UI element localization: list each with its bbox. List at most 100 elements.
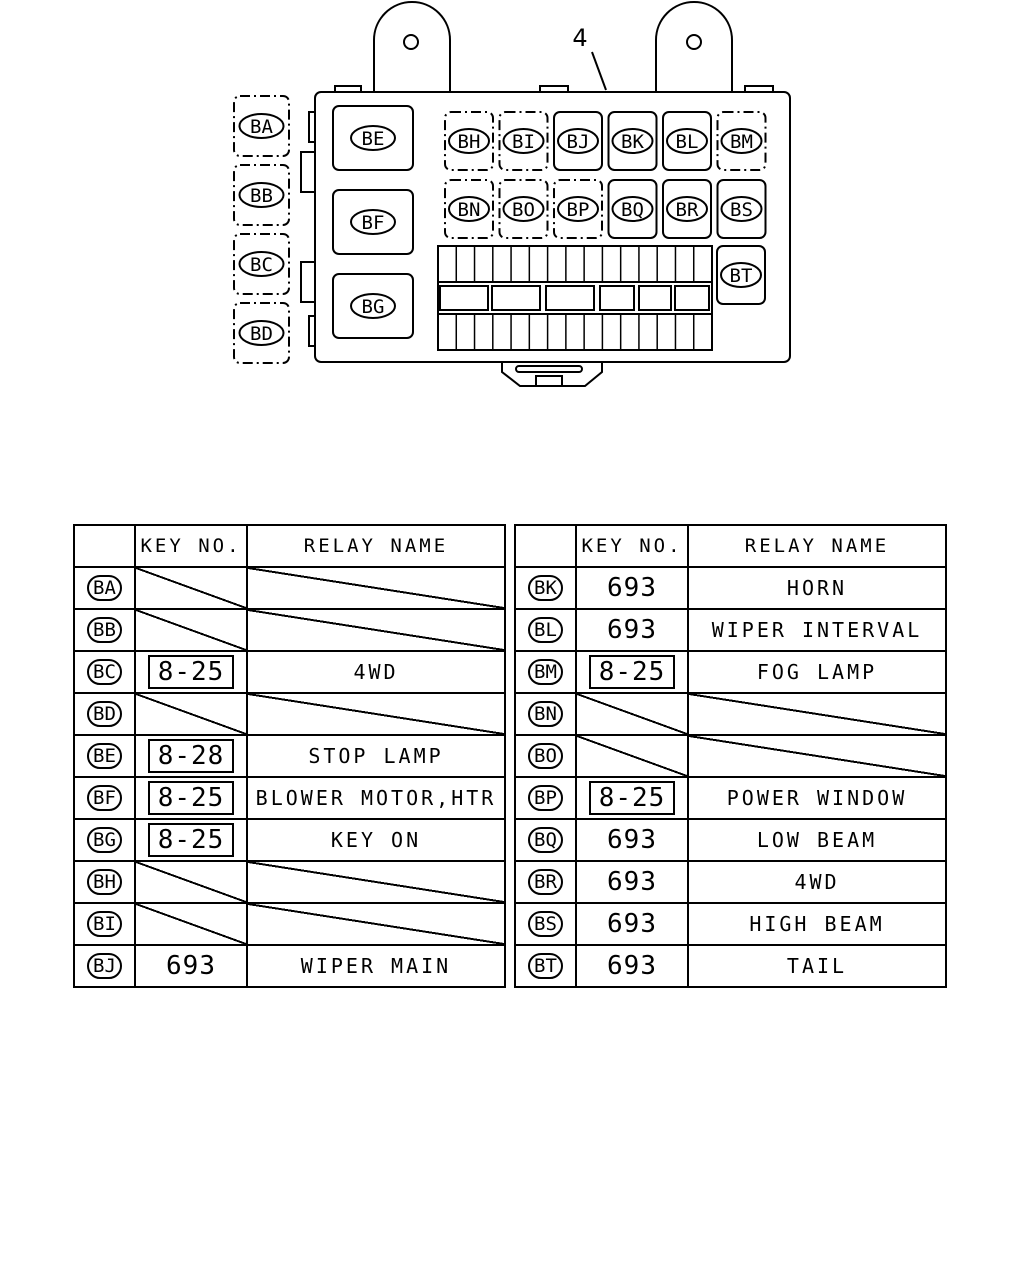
key-no-cell: 8-25 (134, 818, 248, 862)
relay-id-oval: BB (87, 617, 122, 643)
relay-name-cell (246, 902, 506, 946)
relay-slot-bq: BQ (607, 179, 658, 239)
relay-id-oval: BH (87, 869, 122, 895)
relay-slot-bg: BG (332, 273, 414, 339)
relay-name-cell: TAIL (687, 944, 947, 988)
key-no-cell: 8-25 (575, 650, 689, 694)
mounting-hole-right (686, 34, 702, 50)
slot-label-oval (350, 125, 396, 151)
key-no-cell: 8-25 (134, 650, 248, 694)
header-blank (514, 524, 577, 568)
key-no-cell: 693 (575, 944, 689, 988)
relay-name: KEY ON (330, 828, 422, 852)
relay-id-oval: BD (87, 701, 122, 727)
slot-label-oval (238, 251, 285, 277)
relay-name: TAIL (786, 954, 848, 978)
table-row: BL 693 WIPER INTERVAL (514, 608, 947, 652)
slot-label: BT (730, 265, 753, 287)
slot-label: BA (250, 116, 273, 138)
relay-name: LOW BEAM (756, 828, 878, 852)
relay-id-cell: BS (514, 902, 577, 946)
relay-slot-bn: BN (444, 179, 494, 239)
key-no: 693 (607, 573, 657, 603)
relay-name-cell (246, 566, 506, 610)
relay-slot-bd: BD (233, 302, 290, 364)
relay-slot-bf: BF (332, 189, 414, 255)
key-no: 693 (607, 951, 657, 981)
table-header-row: KEY NO.RELAY NAME (73, 524, 506, 568)
key-no-boxed: 8-28 (147, 739, 235, 773)
relay-id-oval: BO (528, 743, 563, 769)
relay-slot-bl: BL (662, 111, 712, 171)
slot-label: BC (250, 254, 273, 276)
relay-id-cell: BR (514, 860, 577, 904)
callout-number: 4 (572, 24, 587, 52)
key-no-boxed: 8-25 (147, 823, 235, 857)
table-row: BI (73, 902, 506, 946)
relay-id-cell: BG (73, 818, 136, 862)
relay-slot-ba: BA (233, 95, 290, 157)
slot-label: BS (730, 199, 753, 221)
relay-name-cell: WIPER MAIN (246, 944, 506, 988)
key-no-cell: 693 (575, 902, 689, 946)
relay-slot-bo: BO (498, 179, 549, 239)
slot-label-oval (448, 196, 490, 222)
key-no-cell: 693 (575, 608, 689, 652)
table-row: BG 8-25 KEY ON (73, 818, 506, 862)
relay-name-cell: WIPER INTERVAL (687, 608, 947, 652)
mounting-ear-right (655, 1, 733, 92)
relay-slot-bb: BB (233, 164, 290, 226)
relay-name: HORN (786, 576, 848, 600)
table-row: BB (73, 608, 506, 652)
relay-id-cell: BL (514, 608, 577, 652)
key-no: 693 (166, 951, 216, 981)
slot-label: BI (512, 131, 535, 153)
relay-slot-bh: BH (444, 111, 494, 171)
slot-label: BR (676, 199, 699, 221)
header-key-no: KEY NO. (575, 524, 689, 568)
mounting-hole-left (403, 34, 419, 50)
slot-label-oval (502, 128, 545, 154)
slot-label-oval (238, 113, 285, 139)
relay-slot-bs: BS (716, 179, 767, 239)
slot-label: BB (250, 185, 273, 207)
relay-name: WIPER INTERVAL (711, 618, 923, 642)
relay-id-cell: BT (514, 944, 577, 988)
slot-label: BP (567, 199, 590, 221)
table-row: BH (73, 860, 506, 904)
relay-id-cell: BE (73, 734, 136, 778)
relay-id-oval: BK (528, 575, 563, 601)
key-no-boxed: 8-25 (588, 655, 676, 689)
key-no-cell (575, 692, 689, 736)
relay-id-cell: BI (73, 902, 136, 946)
relay-id-cell: BD (73, 692, 136, 736)
slot-label: BJ (567, 131, 590, 153)
relay-name: FOG LAMP (756, 660, 878, 684)
key-no-cell (134, 566, 248, 610)
key-no-cell: 693 (134, 944, 248, 988)
relay-name-cell: 4WD (687, 860, 947, 904)
table-row: BO (514, 734, 947, 778)
slot-label-oval (238, 320, 285, 346)
relay-name-cell: FOG LAMP (687, 650, 947, 694)
slot-label: BD (250, 323, 273, 345)
relay-name-cell: BLOWER MOTOR,HTR (246, 776, 506, 820)
relay-slot-bm: BM (716, 111, 767, 171)
relay-name-cell: POWER WINDOW (687, 776, 947, 820)
relay-id-oval: BI (87, 911, 122, 937)
header-blank (73, 524, 136, 568)
key-no: 693 (607, 615, 657, 645)
relay-name-cell (246, 860, 506, 904)
header-relay-name: RELAY NAME (687, 524, 947, 568)
relay-name-cell (246, 608, 506, 652)
relay-id-cell: BC (73, 650, 136, 694)
slot-label: BE (362, 128, 385, 150)
relay-slot-bp: BP (553, 179, 603, 239)
relay-id-cell: BJ (73, 944, 136, 988)
relay-slot-bt: BT (716, 245, 766, 305)
relay-id-cell: BK (514, 566, 577, 610)
